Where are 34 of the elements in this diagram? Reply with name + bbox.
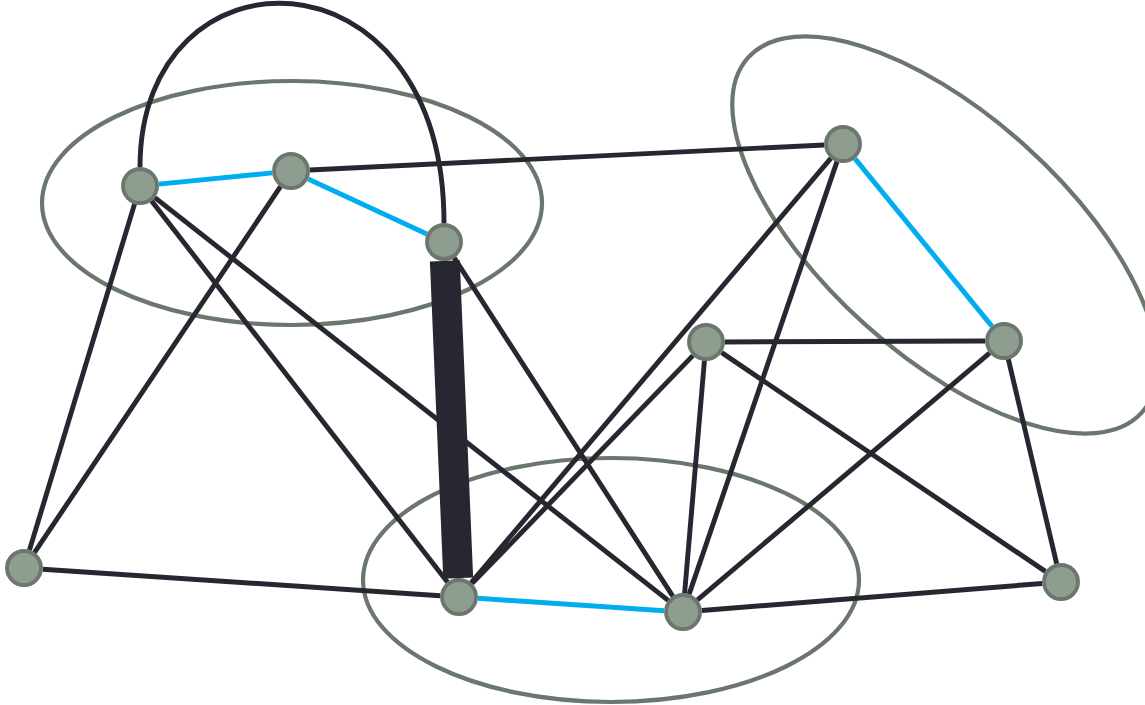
edge-line [1005,358,1060,565]
edge-line [720,350,1047,574]
edge-line [153,195,670,603]
edge-line [42,566,441,599]
edge-line [32,185,283,554]
edge-line [27,203,137,551]
edge-line [158,170,273,187]
vertex-circle [824,125,862,163]
edge-line [469,156,833,585]
thick-edge-line [429,260,474,579]
vertex-circle [121,167,159,205]
edge-line [701,581,1043,613]
edge-line [470,353,695,586]
group-ellipse [360,455,862,705]
edge-line [149,199,450,584]
vertex-circle [664,593,702,631]
edge-line [686,161,840,595]
vertex-circle [985,322,1023,360]
edge-line [477,595,665,614]
edge-line [682,360,707,594]
group-ellipse [39,78,545,328]
vertex-circle [687,323,725,361]
vertex-circle [440,578,478,616]
edge-line [695,351,992,602]
arc-edge-line [137,1,447,224]
vertex-circle [1042,563,1080,601]
edge-line [307,176,428,237]
edge-line [309,142,825,173]
vertex-circle [272,152,310,190]
vertex-circle [5,549,43,587]
vertex-circle [425,223,463,261]
edge-line [853,157,994,328]
edge-line [724,338,986,345]
edge-line [452,256,675,598]
